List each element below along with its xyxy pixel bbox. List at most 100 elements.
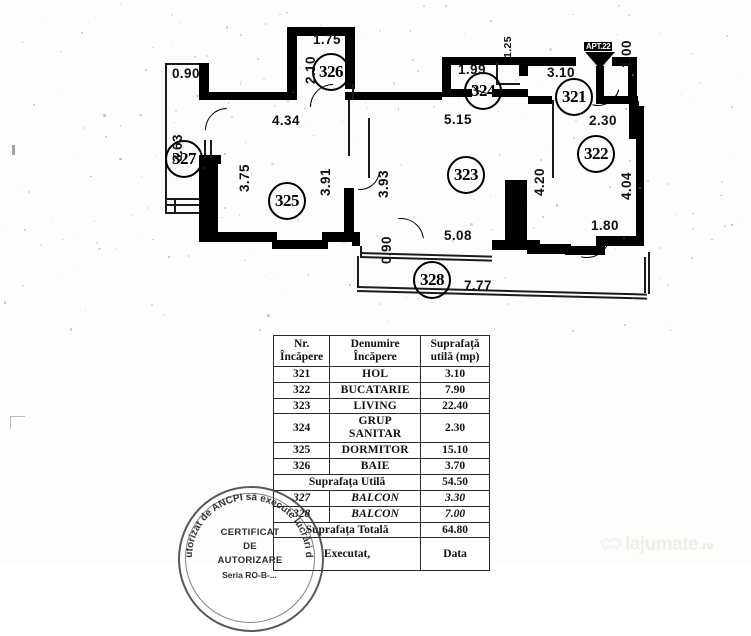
wall-325-left-inner bbox=[210, 163, 218, 241]
scan-speckle bbox=[119, 4, 121, 6]
scan-speckle bbox=[200, 151, 202, 153]
scan-speckle bbox=[617, 5, 621, 8]
dim-324-height: 1.25 bbox=[502, 35, 514, 58]
scan-speckle bbox=[690, 257, 693, 259]
scan-speckle bbox=[119, 125, 122, 128]
scan-speckle bbox=[647, 180, 650, 183]
wall-living-kitchen-partition bbox=[552, 100, 554, 178]
room-tag-326: 326 bbox=[312, 53, 350, 91]
scan-speckle bbox=[238, 214, 241, 216]
balcony-327-top-wall bbox=[165, 63, 200, 65]
scan-speckle bbox=[658, 246, 661, 249]
scan-speckle bbox=[446, 265, 448, 267]
scan-speckle bbox=[409, 30, 411, 32]
scan-speckle bbox=[101, 113, 103, 115]
scan-speckle bbox=[556, 204, 559, 207]
scan-speckle bbox=[451, 239, 454, 243]
wall-322-bottom bbox=[596, 236, 644, 246]
scan-speckle bbox=[393, 82, 396, 85]
scan-speckle bbox=[387, 320, 390, 322]
scan-speckle bbox=[39, 244, 42, 247]
wall-325-left-top bbox=[199, 155, 221, 164]
scan-speckle bbox=[3, 301, 6, 304]
wall-326-top bbox=[287, 27, 355, 36]
scan-speckle bbox=[680, 93, 682, 95]
scan-speckle bbox=[692, 97, 694, 100]
scan-speckle bbox=[250, 173, 252, 175]
scan-speckle bbox=[490, 228, 493, 231]
scan-speckle bbox=[247, 175, 250, 178]
room-tag-322: 322 bbox=[577, 135, 615, 173]
scan-speckle bbox=[292, 91, 294, 93]
scan-speckle bbox=[456, 260, 458, 262]
scan-speckle bbox=[691, 52, 693, 55]
scan-speckle bbox=[56, 88, 58, 90]
scan-speckle bbox=[279, 13, 281, 16]
dim-321-width: 3.10 bbox=[547, 65, 575, 80]
scan-speckle bbox=[1, 227, 3, 230]
scan-speckle bbox=[225, 26, 228, 29]
balcony-327-outer-wall bbox=[165, 63, 167, 213]
wall-325-right-thin bbox=[348, 100, 350, 156]
scan-speckle bbox=[575, 119, 578, 122]
scan-speckle bbox=[60, 50, 62, 53]
dim-328-depth: 0.90 bbox=[379, 236, 394, 264]
scan-speckle bbox=[504, 277, 507, 279]
scan-speckle bbox=[397, 108, 400, 110]
scan-speckle bbox=[144, 69, 148, 72]
scan-speckle bbox=[151, 303, 154, 306]
scan-speckle bbox=[342, 120, 344, 122]
scan-speckle bbox=[240, 80, 242, 83]
scan-speckle bbox=[98, 247, 101, 250]
scan-speckle bbox=[196, 94, 199, 98]
scan-speckle bbox=[489, 19, 492, 22]
wall-kitchen-bottom-left bbox=[527, 244, 571, 254]
wall-324-right bbox=[519, 62, 528, 76]
scan-speckle bbox=[507, 302, 510, 306]
entrance-arrow-icon bbox=[585, 52, 615, 69]
wall-326-left bbox=[287, 27, 297, 100]
table-row: 324 GRUP SANITAR 2.30 bbox=[272, 413, 490, 444]
scan-speckle bbox=[342, 241, 346, 245]
scan-speckle bbox=[173, 121, 176, 124]
table-row: 322 BUCATARIE 7.90 bbox=[272, 381, 490, 399]
balcony-328-left-wall bbox=[357, 256, 359, 288]
scan-speckle bbox=[287, 100, 290, 103]
scan-speckle bbox=[497, 110, 499, 112]
scan-speckle bbox=[114, 248, 117, 250]
scan-speckle bbox=[538, 83, 541, 86]
wall-corridor-right-thin bbox=[368, 118, 370, 178]
wall-324-partition-b bbox=[496, 83, 520, 85]
scan-speckle bbox=[76, 234, 79, 237]
scan-speckle bbox=[58, 273, 61, 276]
scan-speckle bbox=[240, 34, 242, 36]
scan-speckle bbox=[152, 238, 154, 240]
wall-326-bottom-right bbox=[355, 92, 375, 100]
scan-speckle bbox=[674, 214, 677, 217]
scan-speckle bbox=[639, 302, 641, 304]
dim-327-height: 3.63 bbox=[170, 134, 185, 162]
table-row: 321 HOL 3.10 bbox=[272, 365, 490, 383]
wall-326-right-lower bbox=[345, 92, 355, 100]
scan-speckle bbox=[221, 216, 223, 218]
scan-speckle bbox=[533, 226, 536, 229]
scan-speckle bbox=[411, 58, 414, 62]
dim-322-right: 4.04 bbox=[619, 172, 634, 200]
scan-speckle bbox=[90, 175, 92, 178]
scan-artifact bbox=[10, 416, 25, 429]
scan-speckle bbox=[584, 228, 586, 230]
scan-speckle bbox=[462, 98, 464, 100]
scan-speckle bbox=[359, 35, 362, 38]
scan-speckle bbox=[319, 24, 322, 27]
scan-speckle bbox=[224, 152, 227, 155]
scan-speckle bbox=[711, 238, 714, 241]
scan-speckle bbox=[643, 106, 646, 109]
wall-325-bottom-right bbox=[322, 232, 352, 242]
scan-speckle bbox=[464, 33, 466, 35]
dim-325-left: 3.75 bbox=[237, 164, 252, 192]
room-schedule-table: Nr. Încăpere Denumire Încăpere Suprafață… bbox=[272, 335, 490, 572]
scan-speckle bbox=[624, 108, 627, 111]
scan-speckle bbox=[445, 4, 448, 7]
scan-speckle bbox=[406, 296, 408, 298]
scan-speckle bbox=[298, 66, 301, 69]
